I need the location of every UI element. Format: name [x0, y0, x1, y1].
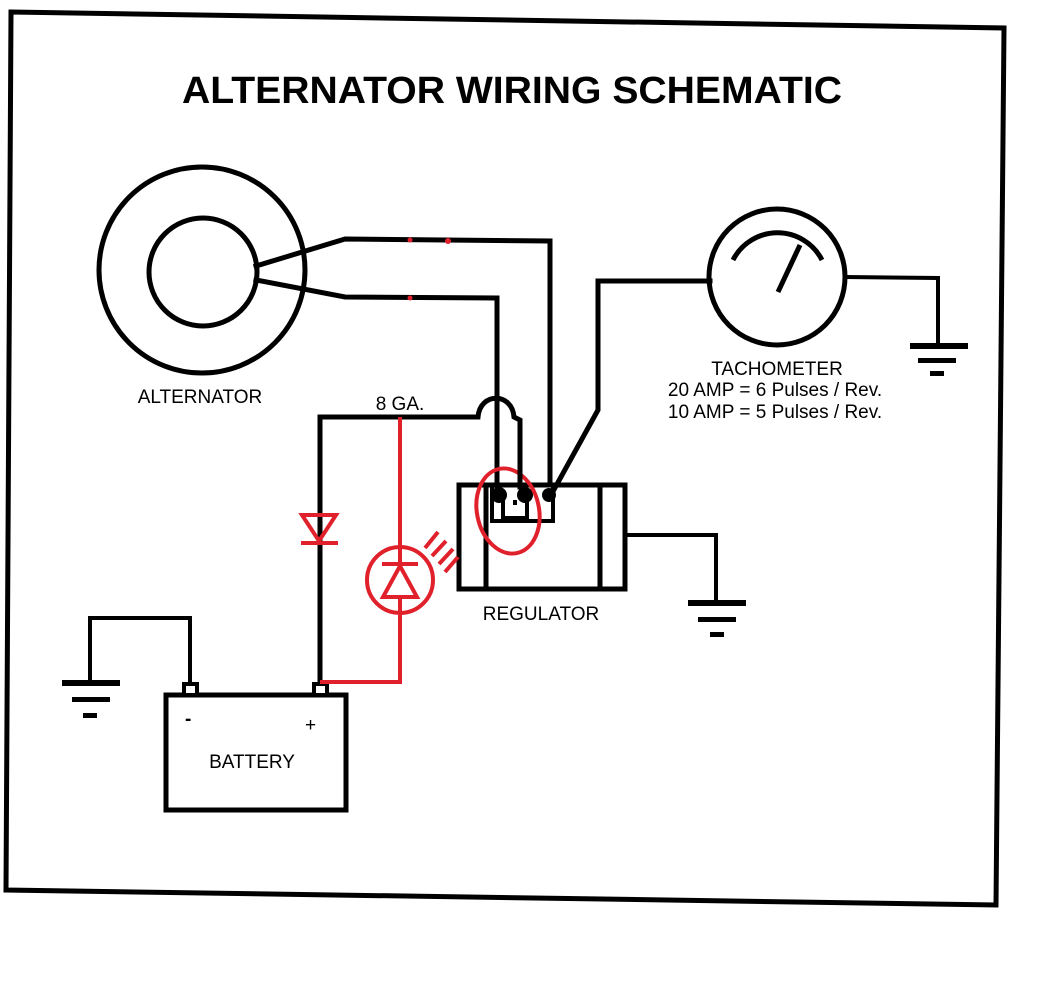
red-mark [445, 238, 451, 244]
regulator-terminal[interactable] [542, 488, 556, 502]
tachometer-note-10amp: 10 AMP = 5 Pulses / Rev. [668, 402, 882, 423]
tachometer-scale-arc [730, 230, 825, 262]
tachometer-label: TACHOMETER [711, 359, 843, 380]
battery-ground-wire [88, 616, 192, 684]
red-mark [407, 237, 413, 243]
alternator: ALTERNATOR [96, 164, 308, 408]
diagram-frame [3, 9, 1007, 908]
alternator-label: ALTERNATOR [138, 387, 263, 408]
alternator-wire-lower [253, 277, 500, 491]
battery: - + BATTERY [163, 682, 349, 813]
regulator: REGULATOR [456, 482, 628, 625]
led [365, 530, 460, 615]
battery-ground-symbol [62, 680, 120, 718]
tachometer: TACHOMETER 20 AMP = 6 Pulses / Rev. 10 A… [668, 206, 882, 423]
regulator-terminal[interactable] [517, 487, 533, 503]
battery-label: BATTERY [209, 752, 295, 773]
regulator-label: REGULATOR [483, 604, 600, 625]
tachometer-signal-wire [547, 278, 713, 499]
alternator-wire-upper [252, 236, 553, 486]
battery-pos-terminal[interactable] [312, 682, 329, 697]
led-diode-icon [379, 561, 421, 599]
battery-neg-terminal[interactable] [182, 682, 199, 697]
diode [298, 513, 340, 545]
tachometer-ground-symbol [910, 343, 968, 376]
alternator-outer-circle [96, 164, 308, 376]
charge-wire-8ga [317, 395, 523, 686]
diagram-title: ALTERNATOR WIRING SCHEMATIC [182, 70, 842, 112]
regulator-jumper [501, 500, 529, 520]
led-light-ray-icon [443, 555, 460, 574]
battery-body [163, 692, 349, 813]
led-return-wire [320, 615, 402, 684]
led-light-ray-icon [430, 539, 448, 558]
led-light-ray-icon [423, 530, 440, 550]
battery-pos-symbol: + [305, 715, 316, 736]
tachometer-ground-wire [844, 275, 940, 345]
led-light-ray-icon [437, 547, 455, 566]
tachometer-note-20amp: 20 AMP = 6 Pulses / Rev. [668, 380, 882, 401]
regulator-ground-symbol [688, 600, 746, 637]
alternator-inner-circle [146, 215, 260, 329]
wire-gauge-label: 8 GA. [376, 394, 425, 415]
regulator-ground-wire [625, 533, 718, 602]
battery-neg-symbol: - [185, 709, 191, 730]
diode-symbol-icon [298, 513, 340, 545]
tachometer-dial [706, 206, 848, 348]
regulator-terminal-highlight [474, 466, 542, 556]
red-mark [407, 295, 413, 301]
tachometer-needle [775, 243, 803, 294]
regulator-terminal[interactable] [491, 487, 507, 503]
